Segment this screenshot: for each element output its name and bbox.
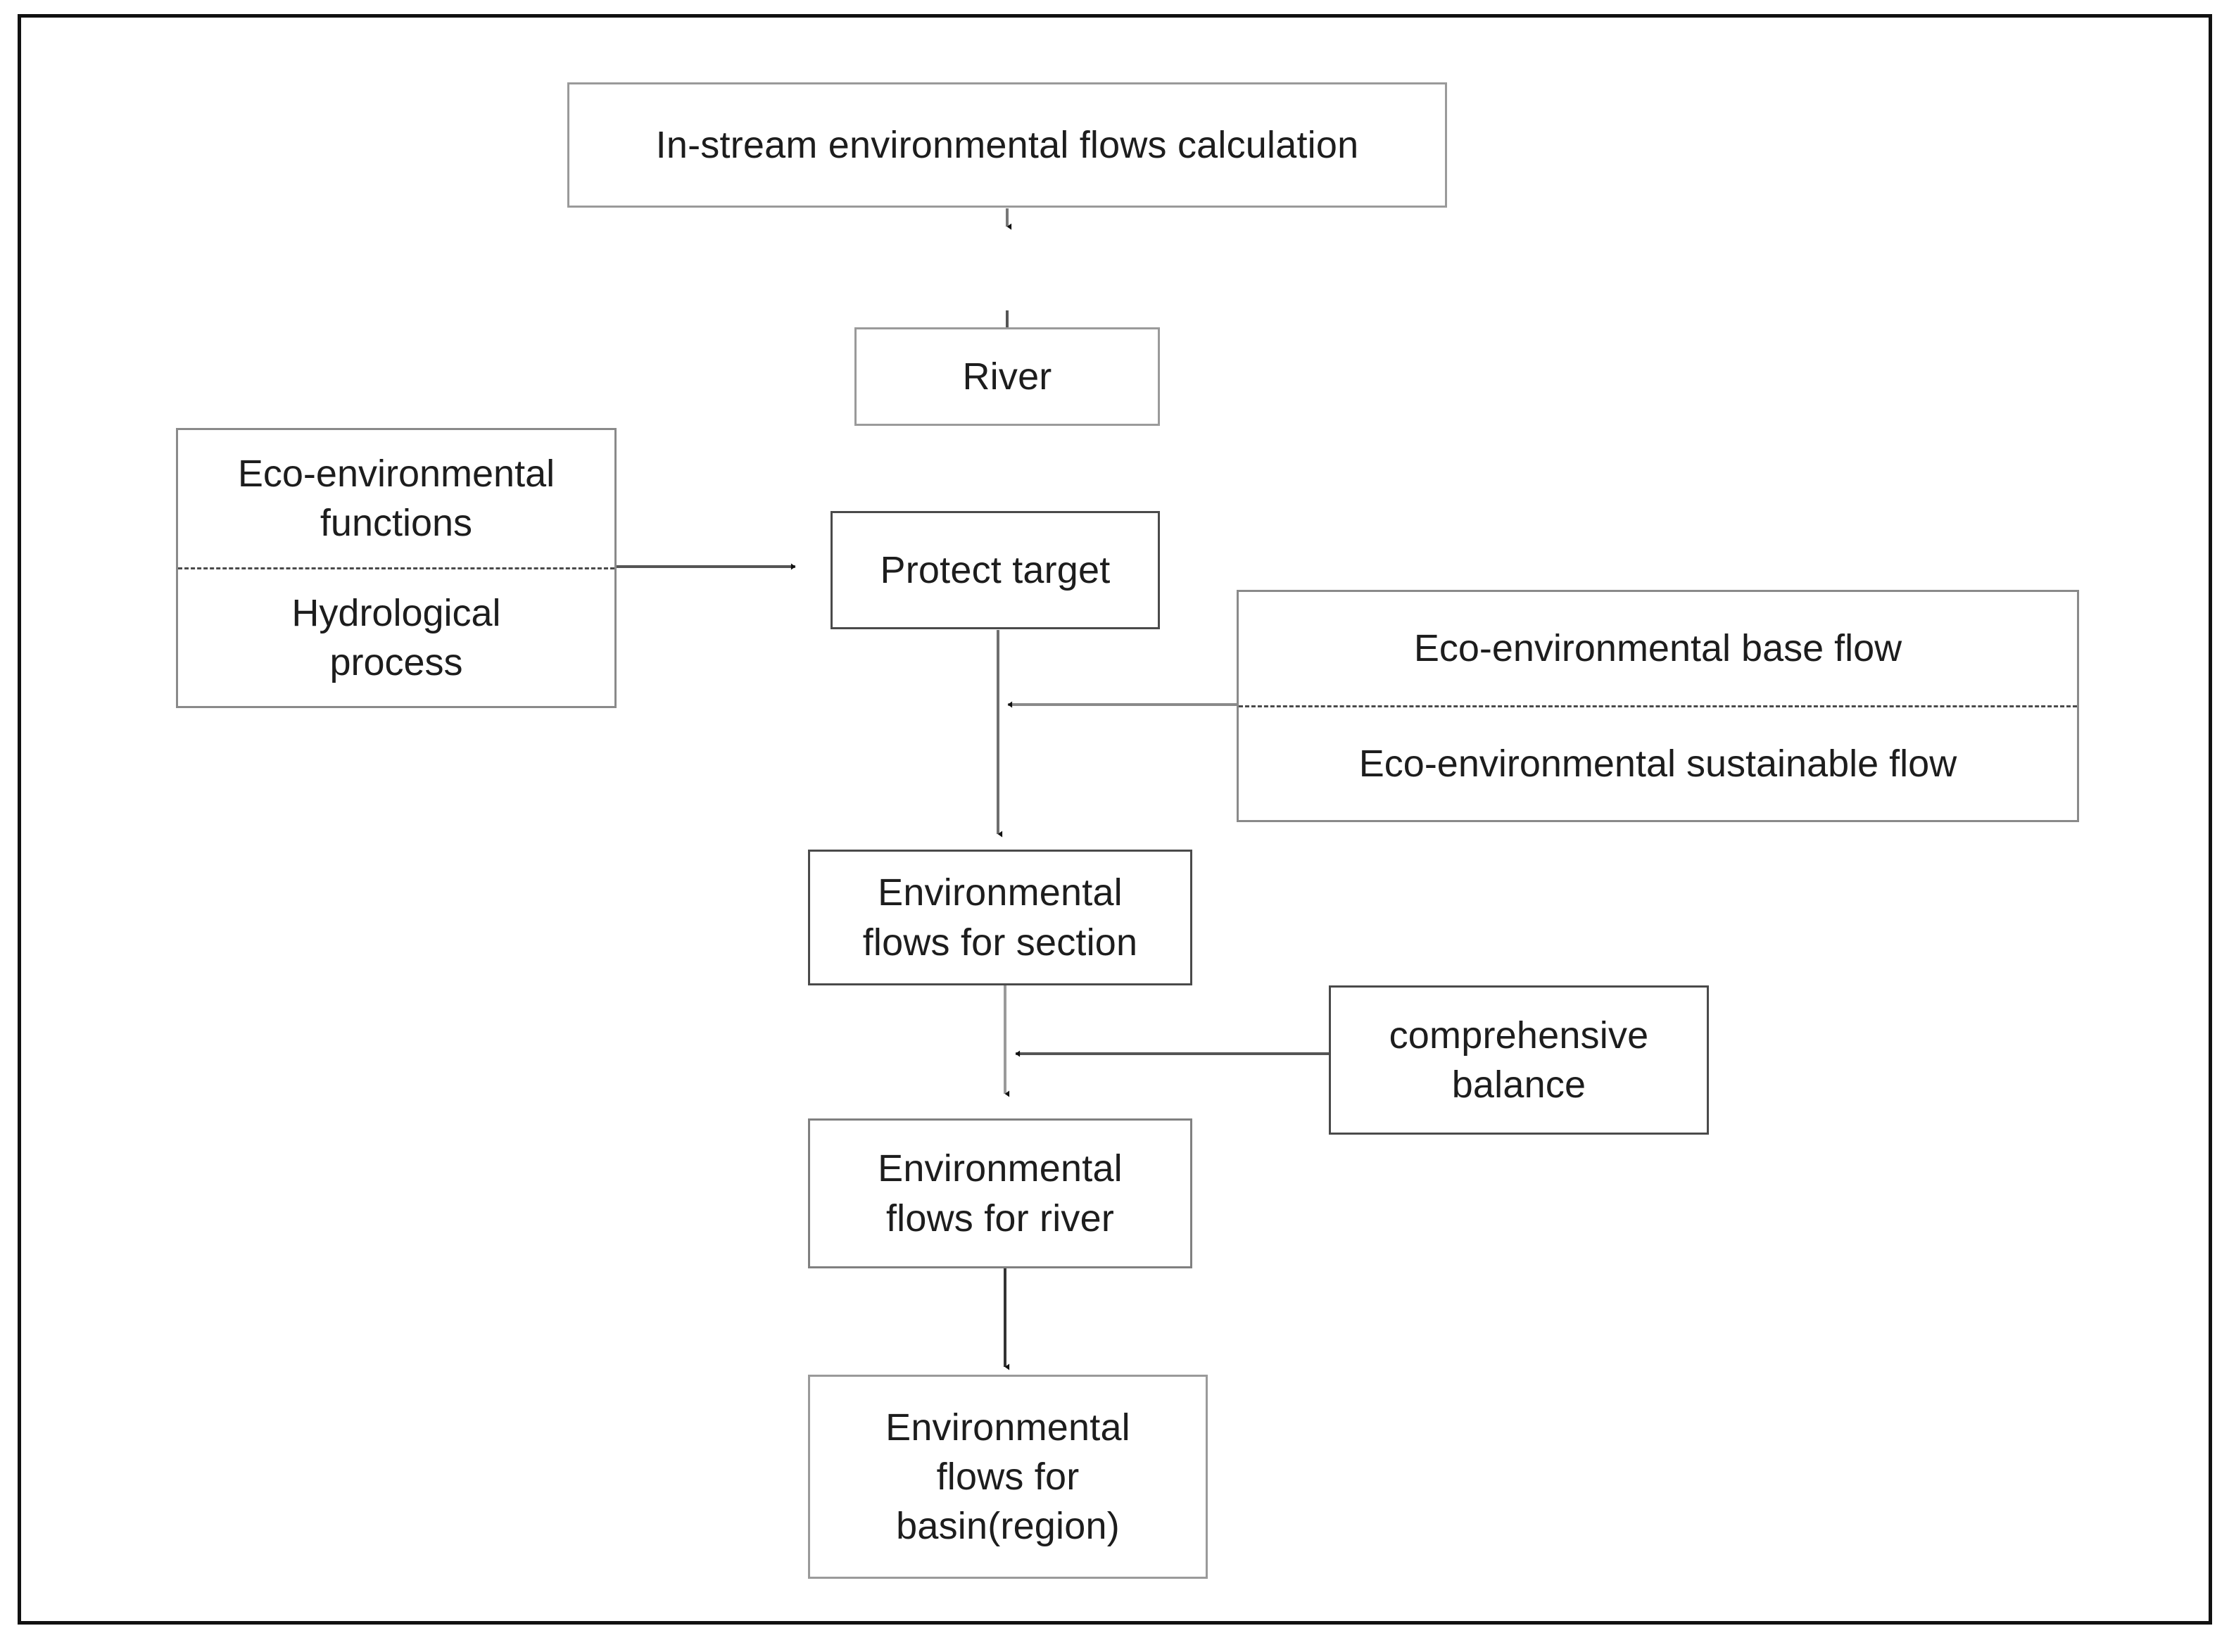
- node-label: comprehensive balance: [1389, 1014, 1649, 1106]
- split-divider-dashed: [178, 567, 614, 569]
- split-half-top: Eco-environmental base flow: [1239, 592, 2077, 705]
- node-right-flows-split[interactable]: Eco-environmental base flow Eco-environm…: [1237, 590, 2079, 822]
- split-half-bottom: Hydrological process: [178, 569, 614, 707]
- node-in-stream-flows-calculation[interactable]: In-stream environmental flows calculatio…: [567, 82, 1447, 208]
- split-half-bottom: Eco-environmental sustainable flow: [1239, 707, 2077, 821]
- split-label-base-flow: Eco-environmental base flow: [1413, 627, 1902, 670]
- node-left-inputs-split[interactable]: Eco-environmental functions Hydrological…: [176, 428, 617, 708]
- split-label-eco-functions: Eco-environmental functions: [237, 453, 555, 545]
- node-label: River: [962, 355, 1052, 398]
- split-divider-dashed: [1239, 705, 2077, 707]
- split-label-sustainable-flow: Eco-environmental sustainable flow: [1358, 742, 1957, 785]
- node-label: Environmental flows for section: [862, 871, 1138, 964]
- node-environmental-flows-for-basin[interactable]: Environmental flows for basin(region): [808, 1375, 1208, 1579]
- node-river[interactable]: River: [854, 327, 1160, 426]
- node-label: Environmental flows for river: [878, 1147, 1123, 1240]
- split-half-top: Eco-environmental functions: [178, 430, 614, 567]
- node-label: Environmental flows for basin(region): [885, 1406, 1130, 1548]
- split-label-hydrological-process: Hydrological process: [291, 591, 501, 683]
- node-label: In-stream environmental flows calculatio…: [655, 123, 1359, 166]
- node-comprehensive-balance[interactable]: comprehensive balance: [1329, 985, 1709, 1135]
- node-environmental-flows-for-river[interactable]: Environmental flows for river: [808, 1118, 1192, 1268]
- node-protect-target[interactable]: Protect target: [831, 511, 1160, 629]
- node-label: Protect target: [880, 548, 1111, 591]
- node-environmental-flows-for-section[interactable]: Environmental flows for section: [808, 850, 1192, 985]
